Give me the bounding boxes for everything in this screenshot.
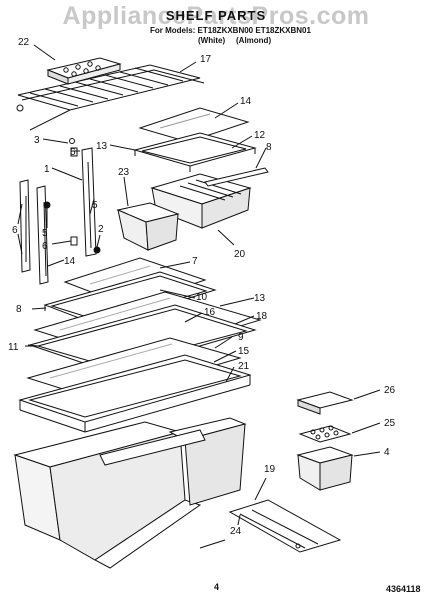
variant-white: (White) bbox=[198, 36, 226, 45]
callout-23: 23 bbox=[118, 167, 130, 178]
wire-shelf-17 bbox=[17, 64, 205, 131]
callout-labels: 22 17 14 3 12 13 8 6 1 23 5 20 6 5 6 2 1… bbox=[8, 37, 396, 537]
callout-5-upper: 5 bbox=[92, 200, 98, 211]
callout-8-upper: 8 bbox=[266, 142, 272, 153]
callout-2: 14 bbox=[64, 256, 76, 267]
shelf-frame-12 bbox=[133, 132, 257, 172]
page-number: 4 bbox=[214, 582, 220, 592]
glass-shelf-14-upper bbox=[138, 107, 250, 143]
document-number: 4364118 bbox=[386, 584, 421, 594]
callout-6-left: 6 bbox=[12, 225, 18, 236]
callout-14-lower: 7 bbox=[192, 256, 198, 267]
leader-lines bbox=[17, 44, 381, 549]
watermark: AppliancePartsPros.com bbox=[62, 2, 370, 30]
callout-21: 26 bbox=[384, 385, 396, 396]
callout-20: 20 bbox=[234, 249, 246, 260]
callout-26: 25 bbox=[384, 418, 396, 429]
callout-17: 17 bbox=[200, 54, 212, 65]
drawer-rail-8-upper bbox=[204, 167, 269, 187]
callout-11: 9 bbox=[238, 332, 244, 343]
callout-14-upper: 14 bbox=[240, 96, 252, 107]
callout-18: 11 bbox=[8, 342, 19, 353]
callout-10: 13 bbox=[254, 293, 266, 304]
callout-15: 21 bbox=[238, 361, 250, 372]
deli-drawer-20 bbox=[150, 173, 252, 229]
egg-tray-22 bbox=[46, 57, 122, 85]
model-line: For Models: ET18ZKXBN00 ET18ZKXBN01 bbox=[150, 26, 311, 35]
callout-16: 18 bbox=[256, 311, 268, 322]
callout-1: 1 bbox=[44, 164, 50, 175]
callout-9: 15 bbox=[238, 346, 250, 357]
side-rails bbox=[16, 104, 101, 285]
callout-13-lower: 8 bbox=[16, 304, 22, 315]
variant-almond: (Almond) bbox=[236, 36, 272, 45]
callout-25: 4 bbox=[384, 447, 390, 458]
callout-4: 19 bbox=[264, 464, 276, 475]
callout-12: 12 bbox=[254, 130, 266, 141]
callout-6-lower: 6 bbox=[42, 241, 48, 252]
callout-19: 24 bbox=[230, 526, 242, 537]
callout-7: 10 bbox=[196, 292, 208, 303]
callout-6-upper: 6 bbox=[70, 147, 76, 158]
dairy-bin bbox=[296, 391, 354, 491]
crisper-drawers-24 bbox=[13, 417, 247, 569]
pan-23 bbox=[116, 202, 180, 251]
callout-22: 22 bbox=[18, 37, 30, 48]
crisper-cover-frame-15 bbox=[18, 354, 252, 433]
callout-8-lower: 16 bbox=[204, 307, 216, 318]
support-bracket-4 bbox=[228, 499, 342, 553]
page-title: SHELF PARTS bbox=[165, 8, 267, 23]
callout-3: 3 bbox=[34, 135, 40, 146]
callout-5-left: 5 bbox=[42, 228, 48, 239]
callout-5-lower: 2 bbox=[98, 224, 104, 235]
callout-13-upper: 13 bbox=[96, 141, 108, 152]
